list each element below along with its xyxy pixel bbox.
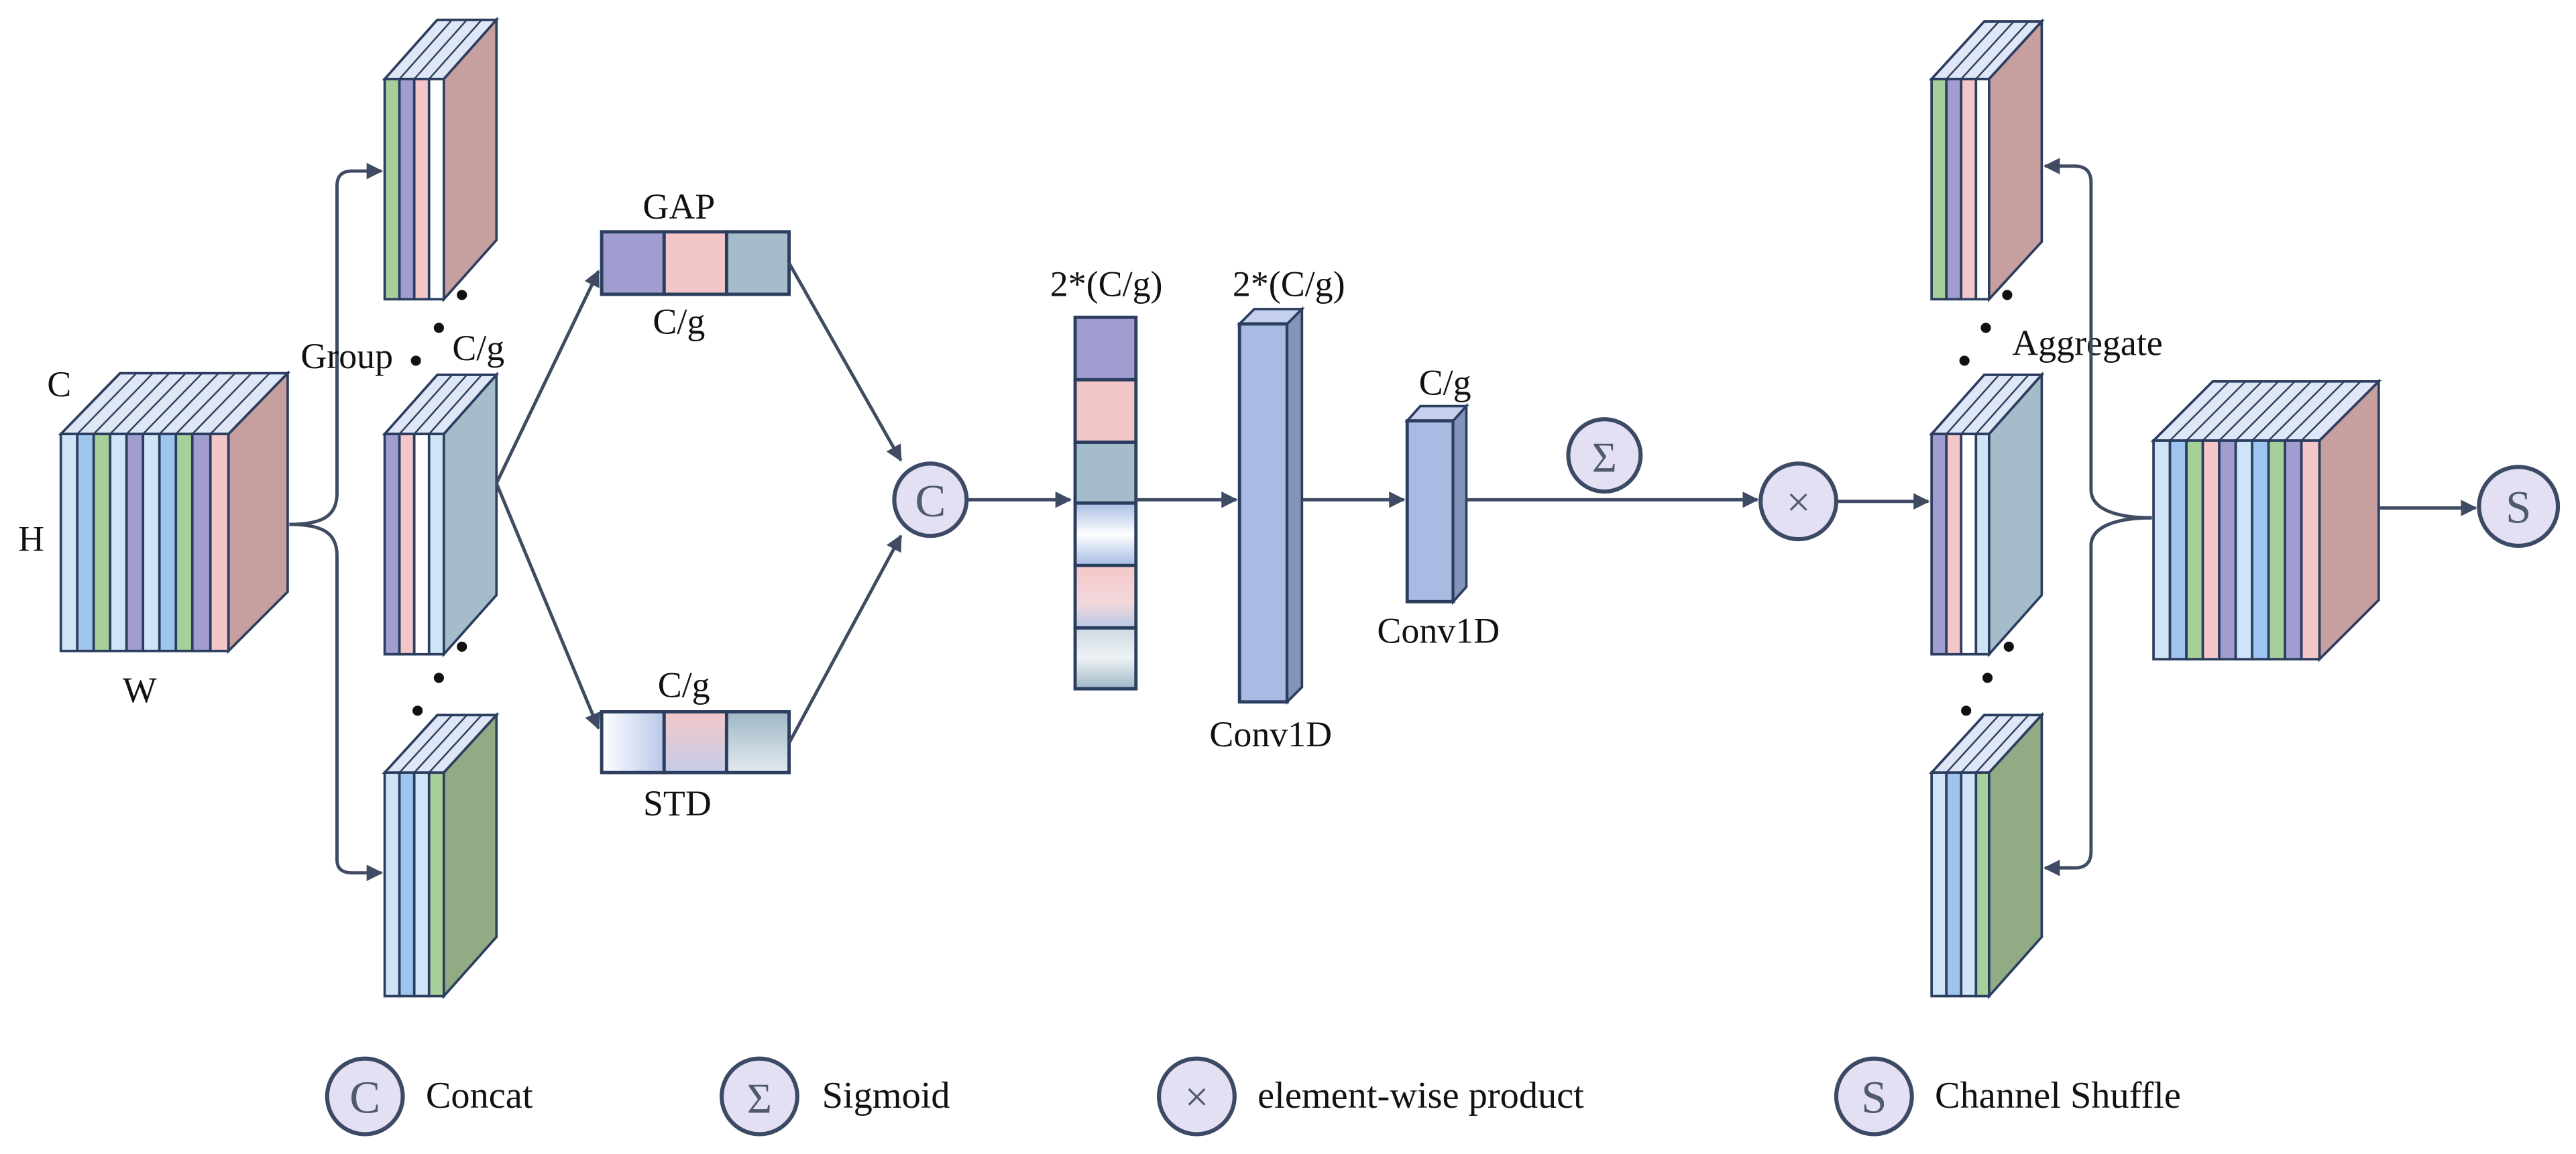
input-slice-2 (76, 432, 95, 652)
aggregate-connector-upper (2043, 158, 2152, 520)
svg-text:×: × (1184, 1073, 1209, 1120)
gap-label: GAP (642, 186, 715, 227)
arrow-std-to-concat (787, 534, 903, 744)
input-h-label: H (18, 518, 44, 559)
product-icon: × (1758, 461, 1839, 542)
ellipsis-dot: • (2000, 271, 2015, 319)
shuffle-icon: S (1834, 1056, 1914, 1137)
concat-icon: C (325, 1056, 405, 1137)
ellipsis-dot: • (1980, 654, 1995, 701)
ellipsis-dot: • (408, 337, 423, 384)
ellipsis-dot: • (455, 623, 469, 671)
svg-text:C: C (349, 1072, 380, 1123)
ellipsis-dot: • (2001, 623, 2016, 671)
std-label: STD (643, 783, 712, 823)
legend-label: Channel Shuffle (1935, 1075, 2181, 1116)
sigmoid-icon: Σ (720, 1056, 799, 1137)
aggregate-tensor-top (1928, 18, 2045, 302)
gap-cg-label: C/g (653, 302, 705, 342)
aggregate-tensor-middle (1929, 371, 2045, 658)
svg-text:Σ: Σ (1592, 434, 1617, 481)
arrow-to-std (494, 482, 601, 730)
aggregate-connector-lower (2043, 516, 2152, 876)
ellipsis-dot: • (431, 654, 446, 701)
group-label: Group (300, 336, 393, 376)
input-feature-map (58, 370, 291, 654)
svg-text:S: S (1861, 1072, 1887, 1123)
ellipsis-dot: • (410, 687, 425, 734)
input-c-label: C (47, 364, 71, 404)
conv2-dim-label: C/g (1419, 362, 1471, 402)
legend-item-concat: C Concat (325, 1056, 533, 1137)
legend-item-sigmoid: Σ Sigmoid (720, 1056, 950, 1137)
input-slice-6 (142, 432, 161, 652)
input-slice-8 (174, 432, 194, 652)
sigmoid-icon: Σ (1566, 417, 1643, 494)
conv1d-block-large (1236, 306, 1305, 705)
arrow-to-gap (495, 270, 600, 484)
conv1-dim-label: 2*(C/g) (1233, 264, 1345, 304)
concat-dim-label: 2*(C/g) (1050, 264, 1163, 304)
std-vector (600, 710, 791, 774)
ellipsis-dot: • (431, 304, 446, 351)
output-feature-map (2150, 378, 2382, 662)
std-cg-label: C/g (658, 665, 710, 705)
legend-item-product: × element-wise product (1157, 1056, 1584, 1137)
ellipsis-dot: • (455, 271, 469, 319)
input-slice-9 (190, 432, 212, 652)
legend-label: Sigmoid (822, 1075, 950, 1116)
input-w-label: W (123, 670, 157, 710)
legend-item-shuffle: S Channel Shuffle (1834, 1056, 2181, 1137)
legend: C Concat Σ Sigmoid × element-wise produc… (325, 1056, 2181, 1137)
aggregate-label: Aggregate (2012, 323, 2163, 363)
conv1d-block-small (1404, 402, 1469, 605)
input-slice-4 (109, 432, 128, 652)
legend-label: element-wise product (1257, 1075, 1584, 1116)
gap-vector (600, 230, 791, 296)
conv2-label: Conv1D (1377, 611, 1500, 651)
group-split-connector-lower (289, 522, 384, 881)
ellipsis-dot: • (1978, 304, 1993, 351)
concat-vector (1073, 315, 1138, 691)
svg-text:C: C (915, 475, 946, 526)
ellipsis-dot: • (1958, 687, 1973, 734)
svg-text:×: × (1787, 478, 1811, 526)
input-slice-10 (209, 432, 230, 652)
svg-text:Σ: Σ (747, 1075, 772, 1122)
shuffle-icon: S (2477, 465, 2561, 548)
group-tensor-top (382, 16, 500, 303)
input-slice-7 (158, 432, 178, 652)
svg-text:S: S (2506, 482, 2531, 533)
arrow-gap-to-concat (787, 262, 903, 462)
input-slice-5 (125, 432, 145, 652)
group-cg-label: C/g (452, 328, 504, 368)
aggregate-tensor-bottom (1928, 711, 2045, 1000)
input-side-face (227, 370, 289, 654)
group-tensor-middle (382, 371, 500, 658)
product-icon: × (1157, 1056, 1237, 1137)
conv1-label: Conv1D (1209, 714, 1332, 754)
legend-label: Concat (426, 1075, 533, 1116)
concat-icon: C (892, 461, 969, 538)
ellipsis-dot: • (1957, 337, 1972, 384)
input-slice-1 (59, 432, 79, 652)
group-split-connector (289, 162, 384, 526)
input-slice-3 (92, 432, 112, 652)
group-tensor-bottom (382, 711, 500, 1000)
